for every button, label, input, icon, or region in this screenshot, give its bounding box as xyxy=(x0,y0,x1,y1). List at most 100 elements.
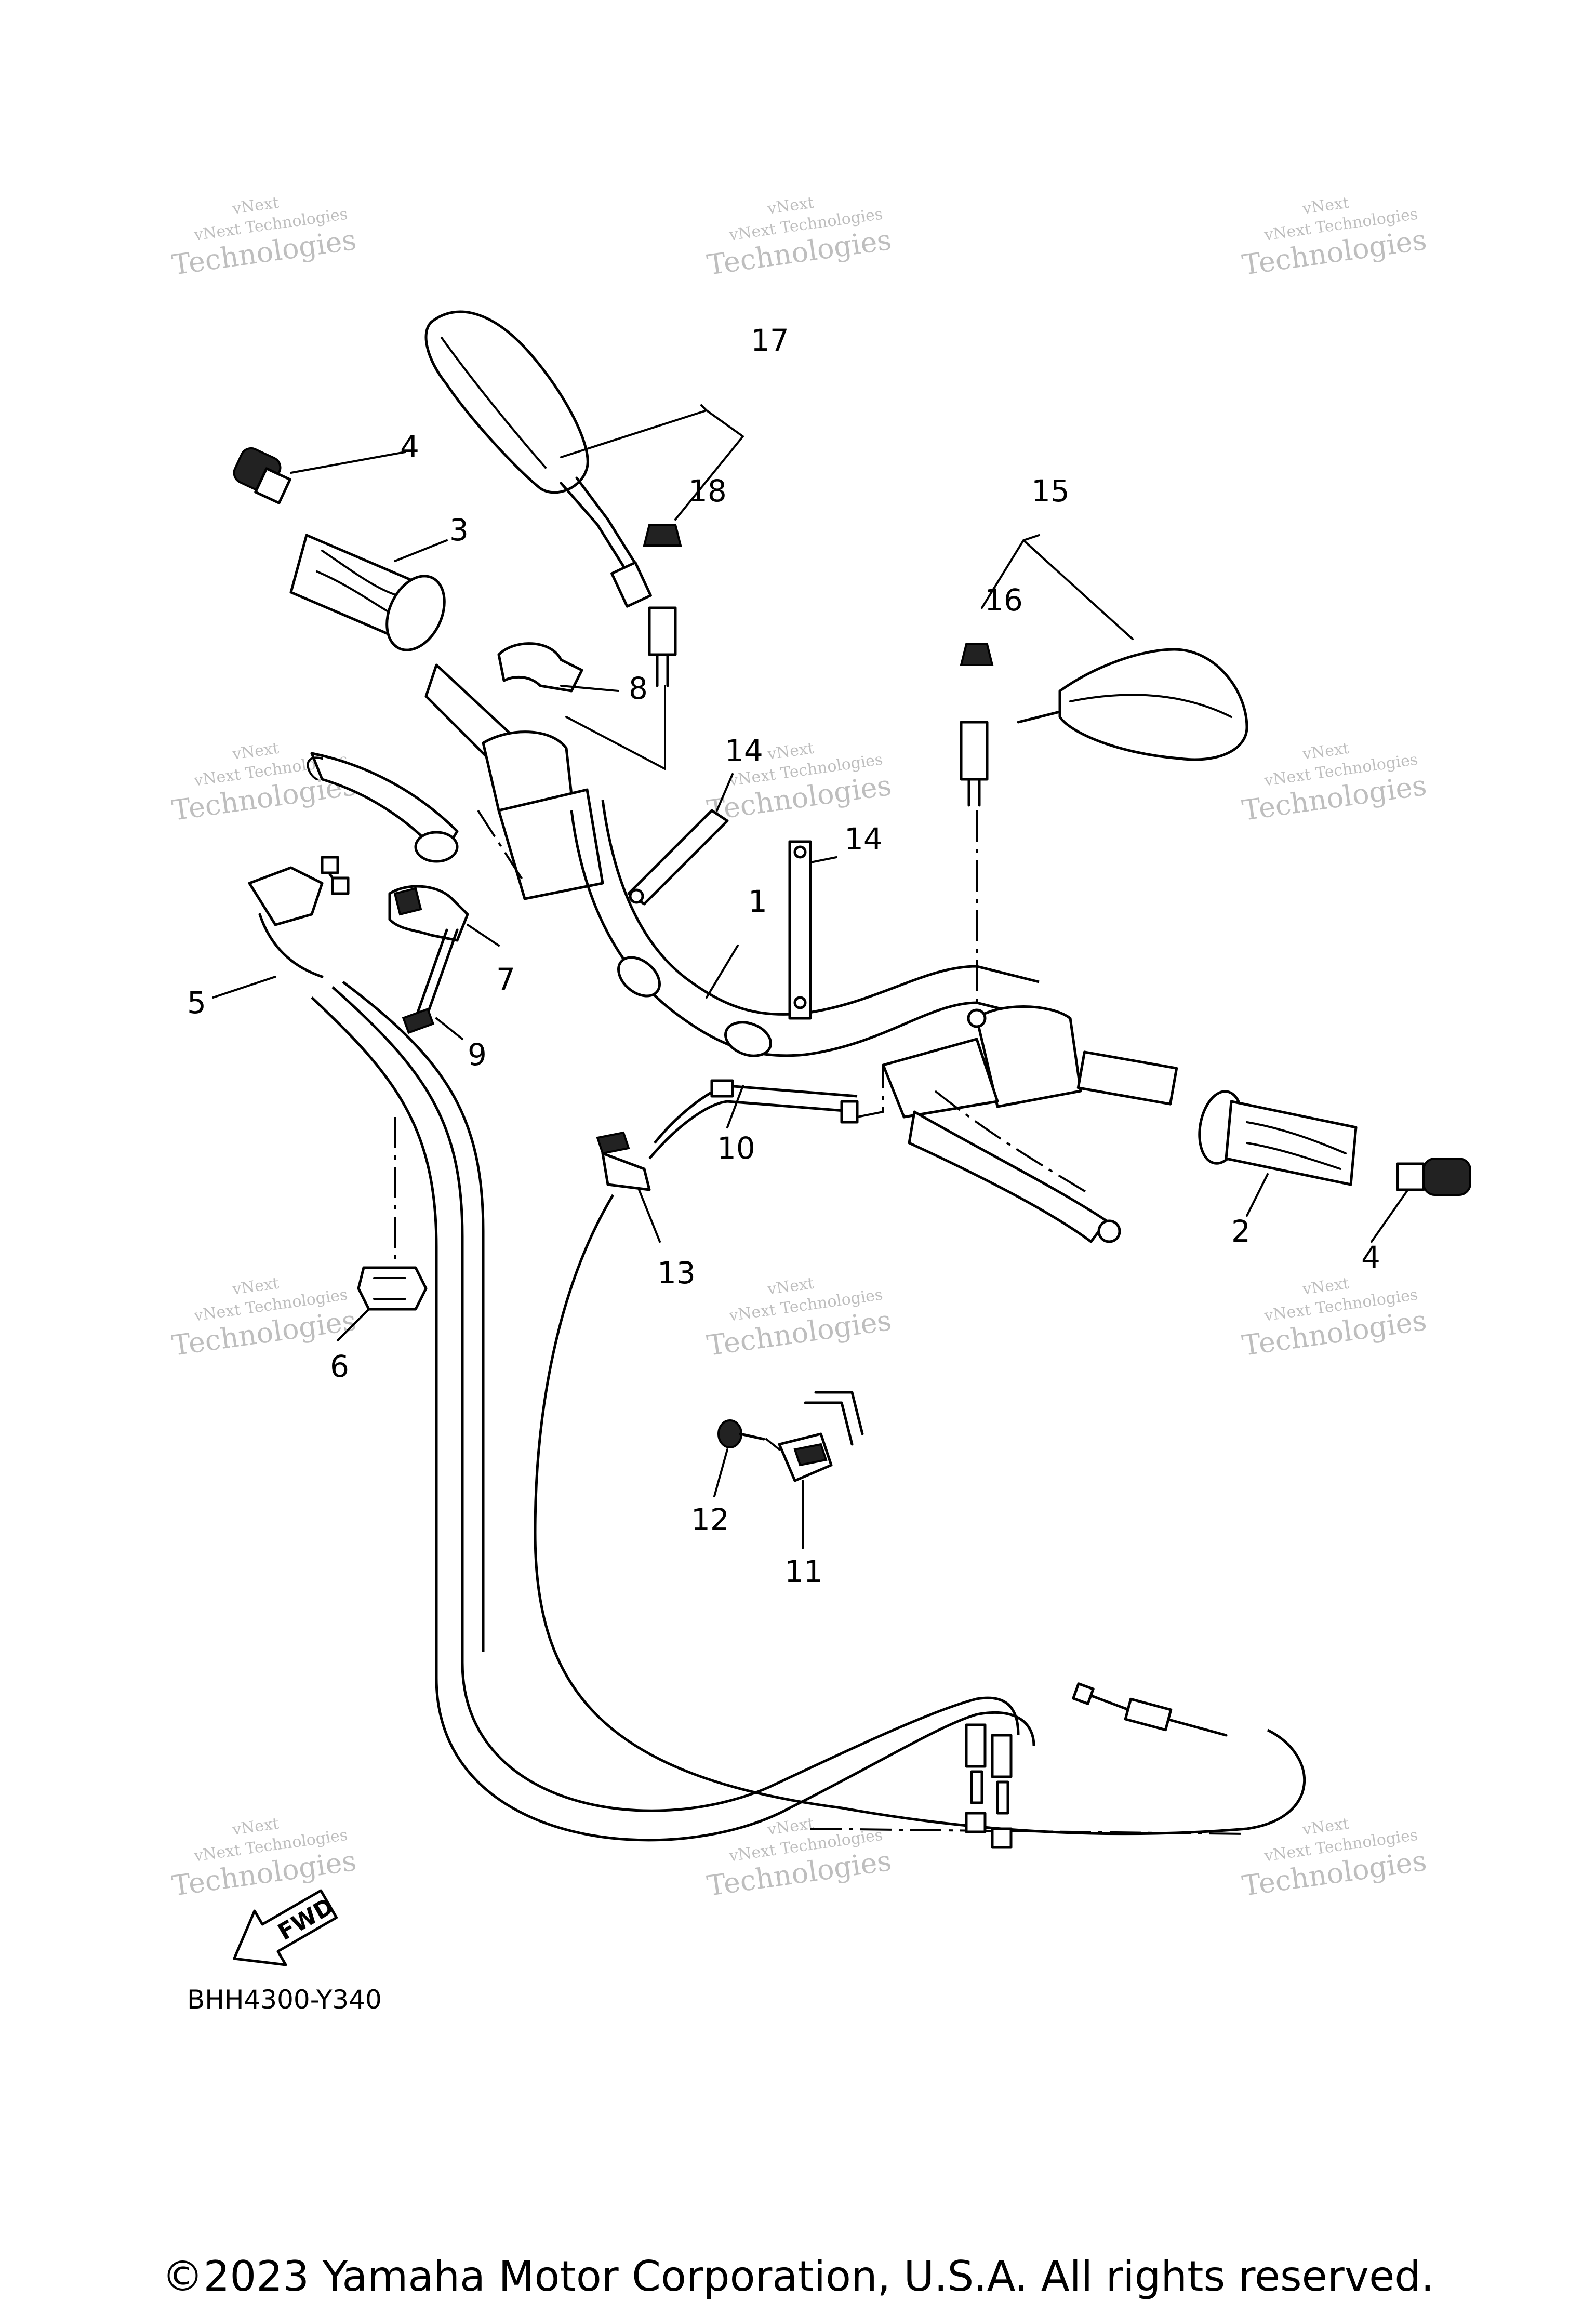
watermark-line1: vNext xyxy=(231,1274,280,1299)
watermark-line1: vNext xyxy=(766,194,815,218)
leader-6 xyxy=(337,1308,370,1341)
callout-7: 7 xyxy=(496,962,515,997)
left-mirror-edge xyxy=(441,337,547,469)
left-mirror-stem-b xyxy=(575,476,635,563)
fwd-arrow-icon xyxy=(233,1889,338,1966)
handlebar-1 xyxy=(570,800,1040,1057)
bolt-head xyxy=(402,1007,435,1034)
clamp-body xyxy=(497,642,583,693)
clutch-cable-upper-b xyxy=(648,1100,858,1160)
bracket-hole xyxy=(793,845,807,859)
watermark-line1: vNext xyxy=(766,739,815,764)
callout-3: 3 xyxy=(449,512,469,548)
callout-10: 10 xyxy=(717,1131,755,1166)
callout-14b: 14 xyxy=(844,821,883,857)
cable-holder-slot xyxy=(373,1277,406,1300)
bar-end-weight xyxy=(1422,1158,1471,1196)
clutch-cable xyxy=(534,1084,1306,1836)
throttle-cable-ends xyxy=(965,1723,1013,1849)
clutch-cable-rod xyxy=(1167,1718,1228,1737)
switch-detail xyxy=(793,1443,828,1467)
callout-1: 1 xyxy=(748,884,767,919)
leader-4a xyxy=(290,451,406,474)
leader-4b xyxy=(1371,1189,1409,1243)
watermark: vNext vNext Technologies Technologies xyxy=(170,194,358,282)
watermark-line1: vNext xyxy=(231,1815,280,1839)
cable-holder-body xyxy=(357,1266,428,1311)
callout-15: 15 xyxy=(1031,473,1070,509)
mirror-cap xyxy=(960,643,994,666)
callout-2: 2 xyxy=(1231,1214,1251,1249)
clutch-cable-dash xyxy=(810,1828,1247,1835)
callout-12: 12 xyxy=(691,1502,729,1537)
clutch-cable-end xyxy=(1084,1692,1129,1711)
leader-10-dash xyxy=(857,1065,884,1118)
left-grip-flange xyxy=(385,575,446,651)
right-mirror-cap-16 xyxy=(960,643,994,666)
knurl-band xyxy=(724,1021,773,1057)
left-mirror-thread xyxy=(656,653,669,687)
watermark-line1: vNext xyxy=(1301,194,1350,218)
watermark: vNext vNext Technologies Technologies xyxy=(1240,1274,1429,1362)
cable-guide-bend xyxy=(258,913,324,978)
cable-adjuster xyxy=(991,1734,1013,1778)
cable-rod xyxy=(970,1770,983,1804)
brake-lever-tip xyxy=(1097,1219,1121,1243)
watermark: vNext vNext Technologies Technologies xyxy=(705,1815,894,1903)
watermark: vNext vNext Technologies Technologies xyxy=(1240,194,1429,282)
throttle-cable-outer-b xyxy=(342,981,485,1652)
watermark: vNext vNext Technologies Technologies xyxy=(1240,739,1429,827)
watermark-layer: vNext vNext Technologies Technologies vN… xyxy=(170,194,1429,1903)
clutch-cable-loop xyxy=(534,1194,1306,1836)
lever-pivot xyxy=(414,831,459,863)
left-mirror-cap-18 xyxy=(643,524,682,547)
bolt-shank-b xyxy=(424,928,459,1020)
left-switch-housing xyxy=(482,730,573,812)
leader-13 xyxy=(638,1189,661,1243)
cable-end-nipple xyxy=(991,1827,1013,1849)
brake-lever xyxy=(908,1110,1108,1243)
leader-12-join xyxy=(765,1438,780,1451)
bracket-strip xyxy=(627,809,729,906)
right-switch-brake-assembly xyxy=(882,1005,1178,1243)
leader-15-16 xyxy=(981,534,1134,640)
cable-holder-6 xyxy=(357,1266,428,1311)
clutch-cable-adjuster xyxy=(1072,1682,1228,1737)
cable-adjuster xyxy=(965,1723,987,1768)
cable-guide-body xyxy=(248,866,324,926)
clutch-lever-tip xyxy=(307,756,323,780)
left-switch-clutch-assembly xyxy=(307,663,604,900)
clutch-cable-end-10 xyxy=(710,1079,859,1124)
leader-lines xyxy=(212,404,1409,1549)
cable-end xyxy=(331,876,350,895)
bracket-hole xyxy=(629,888,644,904)
clamp-tab xyxy=(393,887,422,916)
bolt-shank xyxy=(414,928,448,1020)
screw-12 xyxy=(717,1419,765,1448)
watermark: vNext vNext Technologies Technologies xyxy=(170,1815,358,1903)
watermark: vNext vNext Technologies Technologies xyxy=(170,1274,358,1362)
cable-holder-13 xyxy=(596,1131,651,1191)
callout-17: 17 xyxy=(751,323,789,358)
bar-end-collar xyxy=(254,467,291,504)
knurl-band xyxy=(617,956,661,998)
cable-nipple xyxy=(840,1100,859,1124)
copyright-notice: ©2023 Yamaha Motor Corporation, U.S.A. A… xyxy=(162,2252,1434,2300)
callout-4a: 4 xyxy=(400,429,419,464)
left-mirror-base xyxy=(648,606,677,656)
callout-5: 5 xyxy=(187,985,206,1020)
callout-4b: 4 xyxy=(1361,1240,1380,1275)
watermark: vNext vNext Technologies Technologies xyxy=(1240,1815,1429,1903)
leader-5 xyxy=(212,976,276,999)
screw-head xyxy=(717,1419,742,1448)
leader-9 xyxy=(435,1017,463,1040)
bolt-9 xyxy=(402,928,459,1034)
handlebar-inner xyxy=(601,800,1040,1016)
clutch-adjuster-nut xyxy=(1124,1697,1173,1732)
bracket-strip xyxy=(788,840,812,1020)
throttle-cable-guide-5 xyxy=(248,856,350,978)
right-mirror-base xyxy=(960,721,989,781)
watermark: vNext vNext Technologies Technologies xyxy=(705,1274,894,1362)
right-grip-end-4 xyxy=(1396,1158,1471,1196)
